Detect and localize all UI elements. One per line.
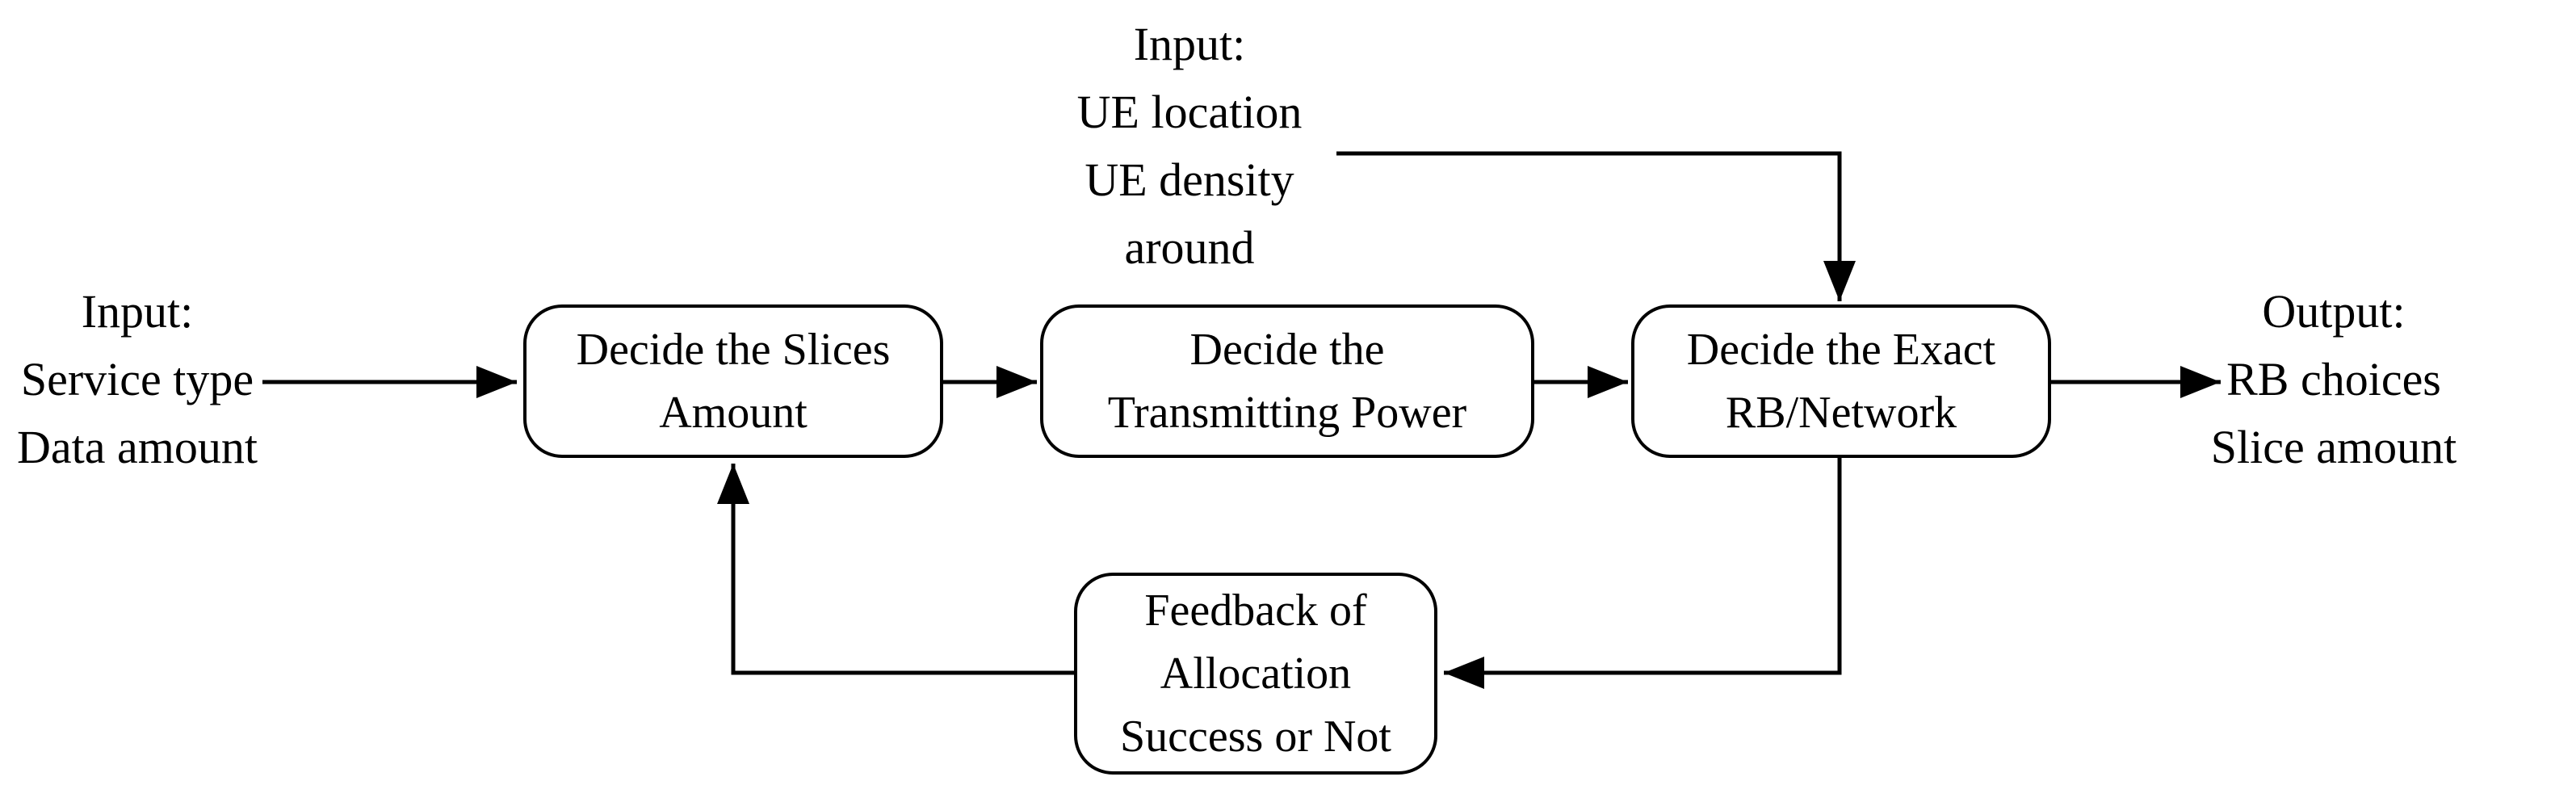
output-line: RB choices — [2226, 353, 2441, 405]
input-top-line: around — [1124, 221, 1255, 274]
decide-exact-rb-network-box: Decide the Exact RB/Network — [1631, 304, 2051, 458]
arrow-feedback-box-to-slices-box — [717, 464, 1074, 675]
output-line: Slice amount — [2210, 421, 2457, 473]
input-left-line: Input: — [81, 285, 194, 338]
box-line: Feedback of — [1144, 586, 1367, 636]
box-line: Decide the Slices — [576, 325, 891, 375]
output-label: Output: RB choices Slice amount — [2172, 278, 2495, 481]
input-left-line: Data amount — [17, 421, 258, 473]
input-top-line: UE location — [1076, 86, 1303, 138]
input-top-line: Input: — [1133, 18, 1246, 70]
output-line: Output: — [2262, 285, 2406, 338]
decide-slices-amount-box: Decide the Slices Amount — [523, 304, 943, 458]
input-left-label: Input: Service type Data amount — [4, 278, 271, 481]
box-line: Decide the — [1189, 325, 1385, 375]
feedback-allocation-box: Feedback of Allocation Success or Not — [1074, 573, 1437, 775]
box-line: Decide the Exact — [1686, 325, 1996, 375]
box-line: Success or Not — [1120, 712, 1391, 762]
decide-transmitting-power-box: Decide the Transmitting Power — [1040, 304, 1534, 458]
arrow-rb-box-to-feedback-box — [1444, 456, 1842, 689]
input-top-label: Input: UE location UE density around — [1028, 10, 1351, 282]
box-line: Transmitting Power — [1107, 388, 1467, 438]
box-line: RB/Network — [1725, 388, 1957, 438]
input-top-line: UE density — [1085, 153, 1294, 206]
input-left-line: Service type — [20, 353, 254, 405]
arrow-top-input-to-rb-box — [1336, 151, 1856, 301]
box-line: Allocation — [1160, 649, 1352, 699]
box-line: Amount — [659, 388, 808, 438]
